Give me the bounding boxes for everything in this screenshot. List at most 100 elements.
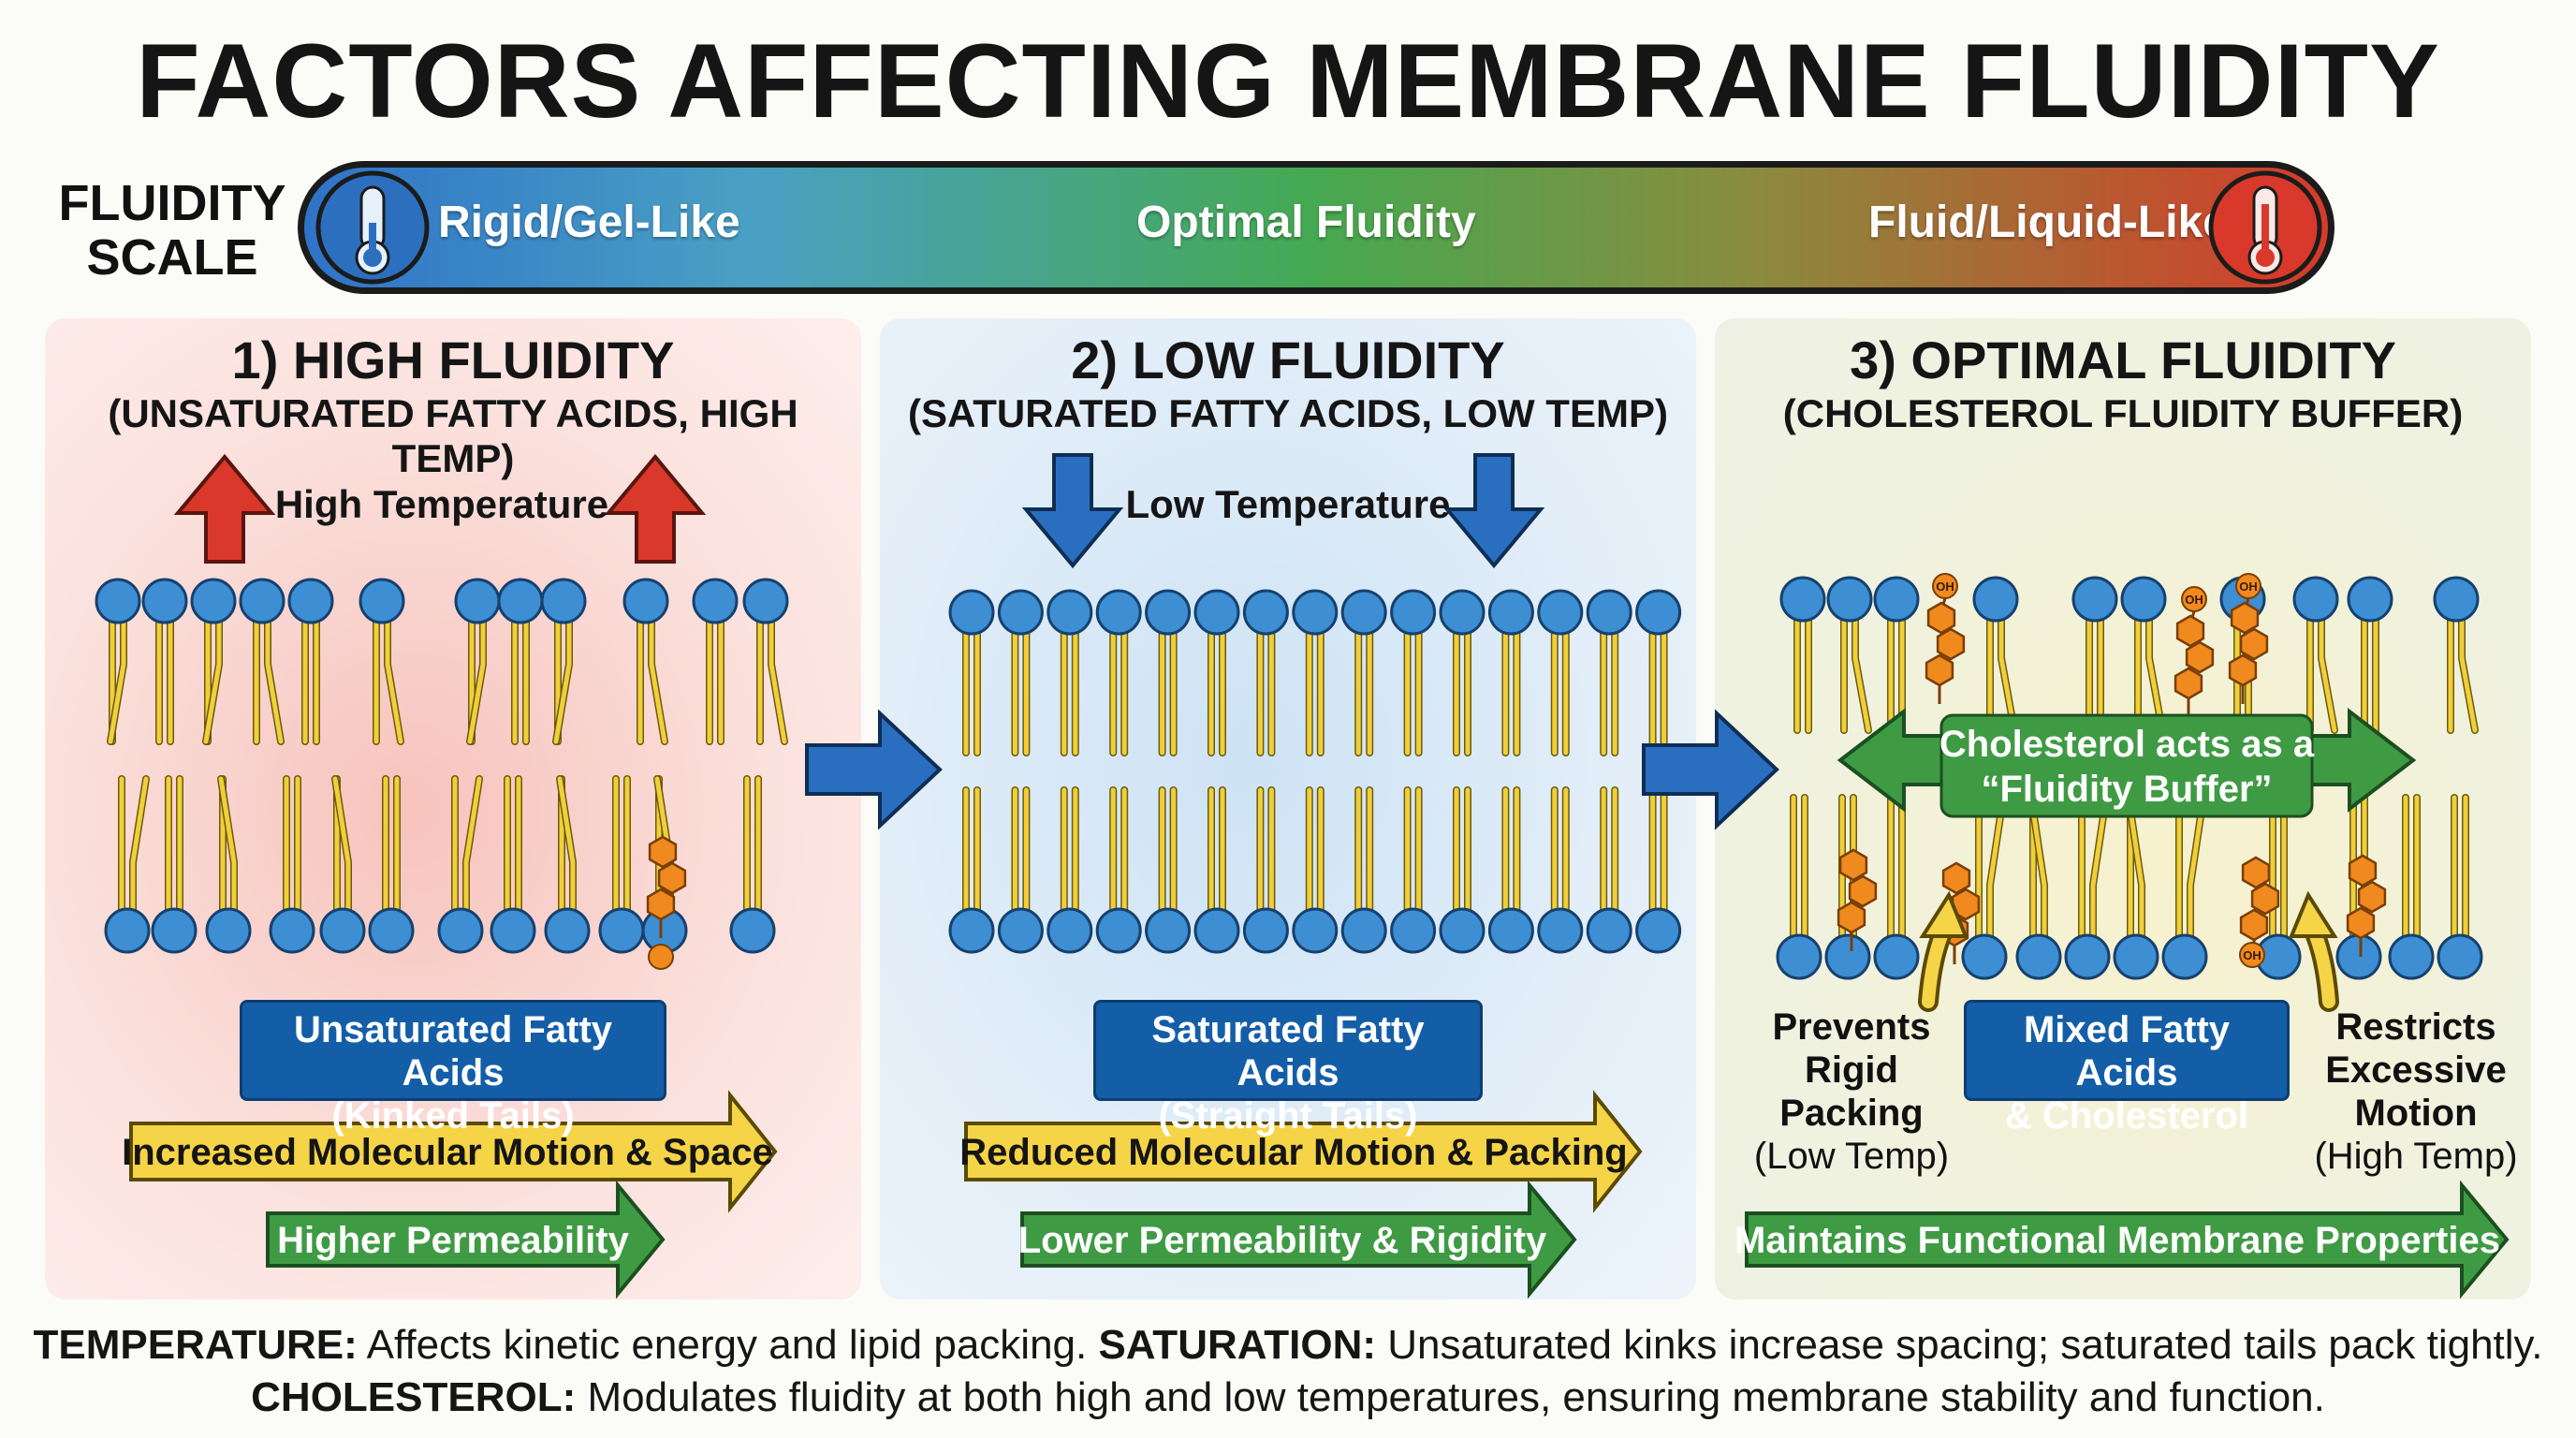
- buffer-label-line1: Cholesterol acts as a: [1939, 724, 2315, 765]
- box-line1: Mixed Fatty Acids: [2023, 1009, 2231, 1093]
- cholesterol-ring: [2228, 653, 2258, 687]
- cholesterol-ring: [1936, 627, 1966, 661]
- cholesterol-ring: [1951, 888, 1981, 921]
- high-temperature-label: High Temperature: [275, 482, 608, 526]
- restricts-motion-pointer-arrow: [2289, 890, 2339, 1012]
- note-line: (Low Temp): [1753, 1136, 1950, 1177]
- lipid-head: [2161, 933, 2208, 980]
- lipid-tail: [2028, 795, 2047, 960]
- lipid-head: [1776, 933, 1822, 980]
- fluidity-scale-label: FLUIDITY SCALE: [52, 176, 292, 285]
- low-temperature-label: Low Temperature: [1126, 482, 1451, 526]
- footer-term-temperature: TEMPERATURE:: [33, 1322, 358, 1368]
- panel-subtitle: (UNSATURATED FATTY ACIDS, HIGH TEMP): [108, 391, 798, 480]
- lipid-head: [1390, 907, 1437, 954]
- lipid-head: [2120, 576, 2167, 623]
- lipid-head: [1046, 907, 1093, 954]
- footer-text: Affects kinetic energy and lipid packing…: [357, 1322, 1099, 1368]
- lipid-tail: [2126, 795, 2144, 960]
- lower-permeability-arrow: [1020, 1180, 1577, 1299]
- lipid-tail: [2090, 795, 2109, 960]
- lipid-head: [2064, 933, 2111, 980]
- lipid-head: [1193, 907, 1240, 954]
- lipid-head: [1095, 907, 1142, 954]
- note-line: Restricts: [2335, 1006, 2496, 1048]
- panel-title: 3) OPTIMAL FLUIDITY: [1850, 330, 2396, 389]
- lipid-head: [2437, 933, 2483, 980]
- thermometer-cold-icon: [315, 170, 430, 285]
- lipid-head: [2292, 576, 2339, 623]
- motion-space-label: Increased Molecular Motion & Space: [122, 1132, 773, 1173]
- scale-label-line1: FLUIDITY: [58, 175, 286, 231]
- prevents-rigid-packing-note: Prevents Rigid Packing (Low Temp): [1739, 1005, 1964, 1178]
- scale-left-label: Rigid/Gel-Like: [438, 198, 740, 247]
- motion-packing-arrow: [964, 1090, 1643, 1213]
- lipid-head: [141, 578, 188, 624]
- lipid-head: [1390, 589, 1437, 636]
- lipid-head: [2335, 933, 2382, 980]
- lipid-tail: [130, 776, 149, 933]
- lipid-head: [1242, 907, 1289, 954]
- restricts-excessive-motion-note: Restricts Excessive Motion (High Temp): [2299, 1005, 2533, 1178]
- lipid-head: [1873, 576, 1920, 623]
- cholesterol-ring: [2241, 856, 2271, 889]
- lipid-head: [95, 578, 141, 624]
- transition-arrow-1-to-2: [805, 709, 943, 830]
- cholesterol-ring: [2346, 906, 2376, 940]
- note-line: Excessive: [2325, 1049, 2507, 1091]
- lipid-head: [997, 907, 1044, 954]
- lipid-head: [948, 907, 995, 954]
- cholesterol-ring: [648, 835, 678, 869]
- cholesterol-ring: [2185, 640, 2215, 674]
- lipid-head: [2113, 933, 2159, 980]
- saturated-fatty-acids-box: Saturated Fatty Acids (Straight Tails): [1093, 1000, 1483, 1137]
- lipid-head: [1586, 907, 1632, 954]
- panel-subtitle: (CHOLESTEROL FLUIDITY BUFFER): [1782, 391, 2464, 435]
- lipid-head: [437, 907, 484, 954]
- lipid-head: [2071, 576, 2118, 623]
- bilayer-high-fluidity: [95, 578, 789, 970]
- box-line2: (Straight Tails): [1158, 1095, 1418, 1137]
- lipid-head: [319, 907, 366, 954]
- maintains-properties-label: Maintains Functional Membrane Properties: [1734, 1220, 2500, 1261]
- lipid-head: [359, 578, 405, 624]
- lipid-head: [2347, 576, 2393, 623]
- mixed-fatty-acids-box: Mixed Fatty Acids & Cholesterol: [1964, 1000, 2290, 1137]
- note-line: (High Temp): [2314, 1136, 2518, 1177]
- lower-permeability-label: Lower Permeability & Rigidity: [1018, 1220, 1547, 1261]
- lipid-head: [622, 578, 669, 624]
- cholesterol-ring: [2174, 667, 2203, 700]
- lipid-head: [104, 907, 151, 954]
- page-title: FACTORS AFFECTING MEMBRANE FLUIDITY: [136, 22, 2440, 139]
- oh-label: OH: [1936, 580, 1954, 594]
- lipid-head: [1439, 589, 1486, 636]
- lipid-head: [1826, 576, 1873, 623]
- cholesterol-ring: [2348, 854, 2378, 888]
- lipid-head: [1635, 589, 1682, 636]
- cholesterol-ring: [2175, 614, 2205, 648]
- unsaturated-fatty-acids-box: Unsaturated Fatty Acids (Kinked Tails): [240, 1000, 666, 1137]
- scale-right-label: Fluid/Liquid-Like: [1868, 198, 2228, 247]
- lipid-head: [239, 578, 285, 624]
- temperature-down-arrow-right: [1442, 453, 1545, 569]
- temperature-up-arrow-left: [173, 453, 276, 564]
- scale-middle-label: Optimal Fluidity: [1136, 198, 1476, 247]
- cholesterol-link: [2245, 597, 2250, 606]
- transition-arrow-2-to-3: [1642, 709, 1779, 830]
- fluidity-buffer-double-arrow: [1837, 707, 2417, 818]
- lipid-head: [205, 907, 252, 954]
- cholesterol-ring: [646, 888, 676, 921]
- lipid-head: [1292, 589, 1339, 636]
- lipid-head: [1824, 933, 1871, 980]
- lipid-head: [1340, 589, 1387, 636]
- cholesterol-link: [2190, 610, 2196, 619]
- footer-line2: CHOLESTEROL: Modulates fluidity at both …: [0, 1374, 2576, 1421]
- lipid-head: [1340, 907, 1387, 954]
- temperature-down-arrow-left: [1021, 453, 1124, 569]
- note-line: Rigid: [1805, 1049, 1898, 1091]
- cholesterol-ring: [2357, 880, 2387, 914]
- lipid-tail: [463, 776, 482, 933]
- bilayer-low-fluidity: [948, 589, 1682, 954]
- cholesterol-ring: [1837, 901, 1866, 934]
